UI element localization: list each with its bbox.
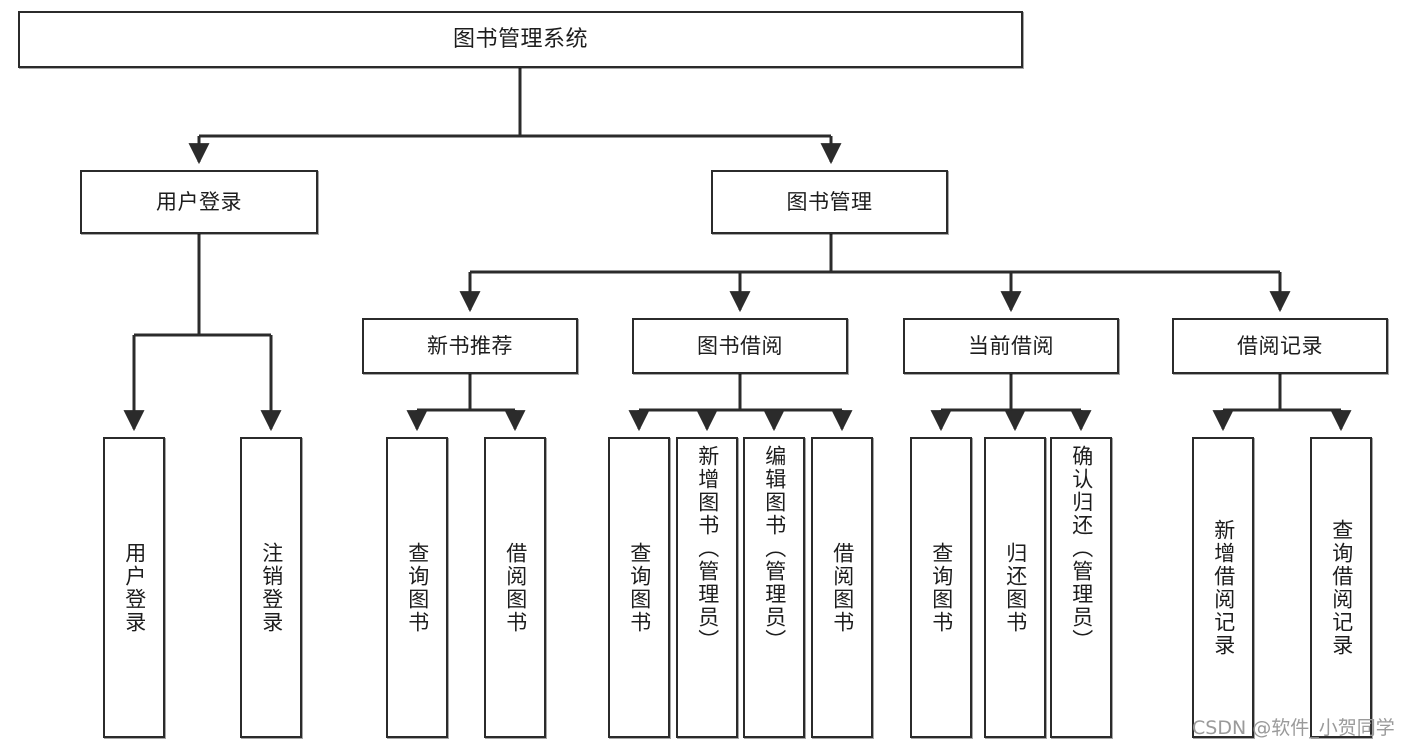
node-user-login[interactable]: 用户登录 (80, 170, 318, 234)
node-book-borrow[interactable]: 图书借阅 (632, 318, 848, 374)
leaf-query-book-current-label: 查询图书 (929, 541, 954, 634)
node-book-manage[interactable]: 图书管理 (711, 170, 948, 234)
leaf-query-borrow-record-label: 查询借阅记录 (1329, 518, 1354, 657)
leaf-user-login-label: 用户登录 (122, 541, 147, 634)
leaf-user-login[interactable]: 用户登录 (103, 437, 165, 738)
node-root-label: 图书管理系统 (452, 26, 588, 52)
node-current-borrow[interactable]: 当前借阅 (903, 318, 1119, 374)
leaf-return-book[interactable]: 归还图书 (984, 437, 1046, 738)
leaf-query-book-borrow-label: 查询图书 (627, 541, 652, 634)
node-new-book-recommendation-label: 新书推荐 (427, 333, 513, 358)
leaf-borrow-book-borrow[interactable]: 借阅图书 (811, 437, 873, 738)
leaf-edit-book-admin[interactable]: 编辑图书（管理员） (743, 437, 805, 738)
node-book-borrow-label: 图书借阅 (697, 333, 783, 358)
leaf-confirm-return-admin-label: 确认归还（管理员） (1069, 445, 1094, 652)
leaf-add-borrow-record-label: 新增借阅记录 (1211, 518, 1236, 657)
node-user-login-label: 用户登录 (156, 189, 242, 214)
leaf-query-borrow-record[interactable]: 查询借阅记录 (1310, 437, 1372, 738)
leaf-return-book-label: 归还图书 (1003, 541, 1028, 634)
leaf-query-book-rec-label: 查询图书 (405, 541, 430, 634)
leaf-logout-login[interactable]: 注销登录 (240, 437, 302, 738)
leaf-logout-login-label: 注销登录 (259, 541, 284, 634)
node-current-borrow-label: 当前借阅 (968, 333, 1054, 358)
node-borrow-record-label: 借阅记录 (1237, 333, 1323, 358)
leaf-add-book-admin-label: 新增图书（管理员） (695, 445, 720, 652)
node-root[interactable]: 图书管理系统 (18, 11, 1023, 68)
leaf-add-book-admin[interactable]: 新增图书（管理员） (676, 437, 738, 738)
leaf-query-book-borrow[interactable]: 查询图书 (608, 437, 670, 738)
leaf-borrow-book-borrow-label: 借阅图书 (830, 541, 855, 634)
node-new-book-recommendation[interactable]: 新书推荐 (362, 318, 578, 374)
leaf-borrow-book-rec[interactable]: 借阅图书 (484, 437, 546, 738)
leaf-borrow-book-rec-label: 借阅图书 (503, 541, 528, 634)
leaf-edit-book-admin-label: 编辑图书（管理员） (762, 445, 787, 652)
node-book-manage-label: 图书管理 (786, 189, 873, 214)
node-borrow-record[interactable]: 借阅记录 (1172, 318, 1388, 374)
leaf-query-book-current[interactable]: 查询图书 (910, 437, 972, 738)
csdn-watermark: CSDN @软件_小贺同学 (1192, 717, 1395, 739)
leaf-query-book-rec[interactable]: 查询图书 (386, 437, 448, 738)
leaf-confirm-return-admin[interactable]: 确认归还（管理员） (1050, 437, 1112, 738)
leaf-add-borrow-record[interactable]: 新增借阅记录 (1192, 437, 1254, 738)
